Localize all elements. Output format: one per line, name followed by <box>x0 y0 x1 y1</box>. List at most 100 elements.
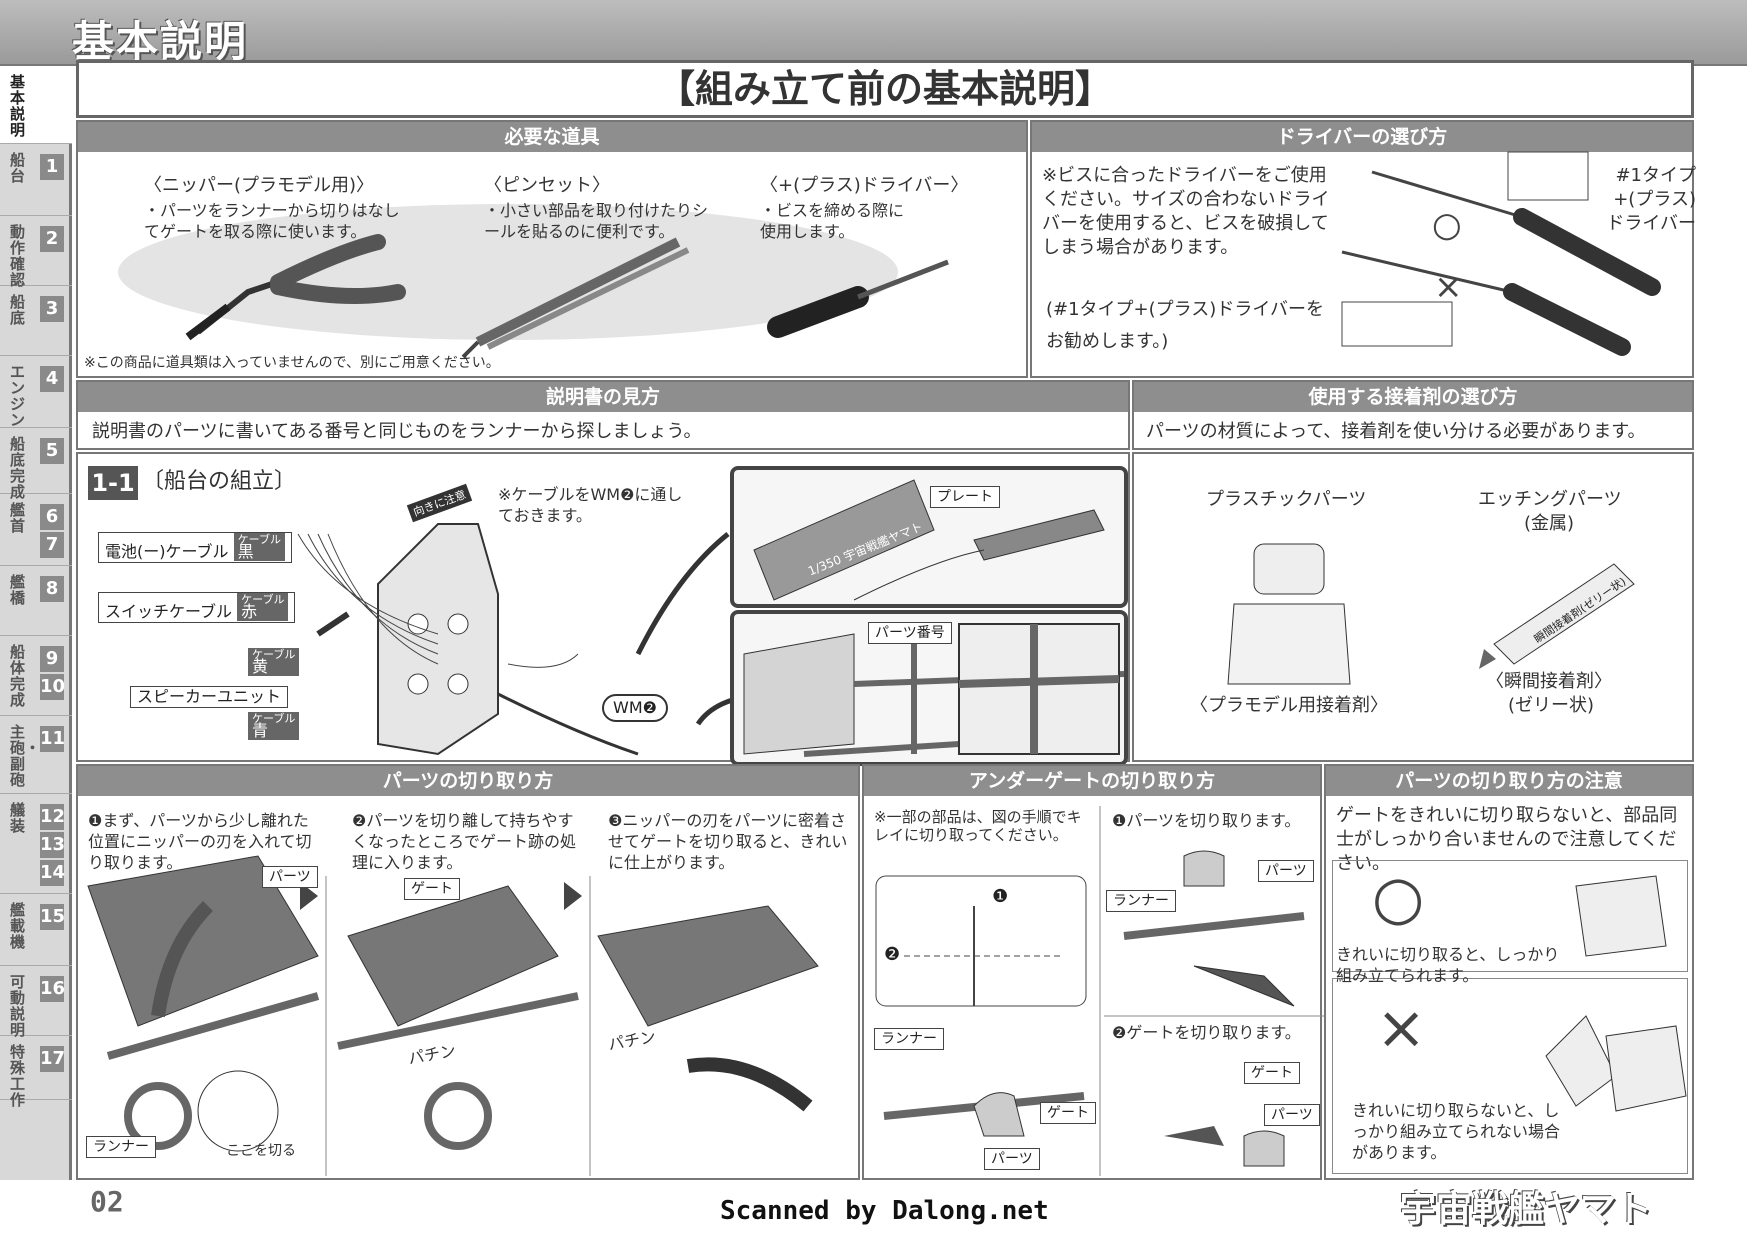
sidebar-item-number: 12 <box>40 804 65 830</box>
page-title: 基本説明 <box>72 17 249 66</box>
sidebar-item-number: 3 <box>40 296 64 322</box>
sidebar-item-number: 15 <box>40 904 65 930</box>
undergate-gate-label-2: ゲート <box>1244 1062 1300 1084</box>
sidebar-item-number: 4 <box>40 366 64 392</box>
cable-color-badge: ケーブル黒 <box>233 533 285 561</box>
etching-parts-sub: (金属) <box>1524 513 1575 534</box>
super-glue-name: 〈瞬間接着剤〉 <box>1486 671 1612 692</box>
nipper-icon <box>185 234 406 341</box>
sidebar-item[interactable]: 船台 1 <box>0 144 72 216</box>
parts-number-label: パーツ番号 <box>868 622 952 644</box>
sidebar-item-number: 11 <box>40 726 65 752</box>
sidebar-item-label: 船台 <box>10 151 26 185</box>
caution-ng-box <box>1332 978 1688 1174</box>
cutting-header: パーツの切り取り方 <box>78 766 858 796</box>
sidebar-item[interactable]: 基本説明 <box>0 66 72 144</box>
driver-desc: ・ビスを締める際に使用します。 <box>760 201 905 241</box>
cable-label-switch: スイッチケーブル ケーブル赤 <box>98 592 296 623</box>
undergate-section: アンダーゲートの切り取り方 ※一部の部品は、図の手順でキレイに切り取ってください… <box>862 764 1324 1180</box>
sidebar-item-label: 船底完成 <box>10 435 26 501</box>
sidebar-item-number: 7 <box>40 532 64 558</box>
sidebar-item-number: 8 <box>40 576 64 602</box>
cut-gate-label: ゲート <box>404 878 460 900</box>
cutting-step-2: ❷パーツを切り離して持ちやすくなったところでゲート跡の処理に入ります。 <box>352 811 577 872</box>
tools-note: ※この商品に道具類は入っていませんので、別にご用意ください。 <box>84 355 500 371</box>
undergate-header: アンダーゲートの切り取り方 <box>864 766 1320 796</box>
driver-type-label: #1タイプ +(プラス) ドライバー <box>1606 165 1696 234</box>
undergate-note: ※一部の部品は、図の手順でキレイに切り取ってください。 <box>874 808 1082 844</box>
sidebar-item-label: 艦首 <box>10 501 26 535</box>
sidebar-item-number: 16 <box>40 976 65 1002</box>
sidebar-item-label: 艤装 <box>10 801 26 835</box>
driver-header: ドライバーの選び方 <box>1032 122 1692 152</box>
caution-ng-text: きれいに切り取らないと、しっかり組み立てられない場合があります。 <box>1352 1101 1561 1162</box>
driver-section: ドライバーの選び方 ※ビスに合ったドライバーをご使用ください。サイズの合わないド… <box>1030 120 1696 378</box>
undergate-num-1: ❶ <box>992 886 1009 907</box>
sidebar-item-label: 基本説明 <box>10 73 26 139</box>
adhesive-section: 使用する接着剤の選び方 パーツの材質によって、接着剤を使い分ける必要があります。 <box>1132 380 1694 450</box>
manual-section: 説明書の見方 説明書のパーツに書いてある番号と同じものをランナーから探しましょう… <box>76 380 1130 450</box>
cut-part-label: パーツ <box>262 866 318 888</box>
cutting-section: パーツの切り取り方 ❶まず、パーツから少し離れた位置にニッパーの刃を入れて切り取… <box>76 764 860 1180</box>
undergate-illustrations <box>875 806 1324 1176</box>
cable-color-badge: ケーブル赤 <box>237 593 289 621</box>
sidebar-item-number: 1 <box>40 154 64 180</box>
sidebar-item-number: 13 <box>40 832 65 858</box>
step-title: 〔船台の組立〕 <box>142 469 297 494</box>
wm-label: WM❷ <box>602 694 668 722</box>
undergate-runner-label-2: ランナー <box>1106 890 1176 912</box>
cutting-step-1: ❶まず、パーツから少し離れた位置にニッパーの刃を入れて切り取ります。 <box>88 811 312 872</box>
driver-title: 〈+(プラス)ドライバー〉 <box>760 175 969 196</box>
undergate-gate-label: ゲート <box>1040 1102 1096 1124</box>
etching-parts-title: エッチングパーツ <box>1478 489 1622 510</box>
tools-header: 必要な道具 <box>78 122 1026 152</box>
manual-text: 説明書のパーツに書いてある番号と同じものをランナーから探しましょう。 <box>92 421 702 442</box>
sidebar-item-number: 9 <box>40 646 64 672</box>
undergate-step-2: ❷ゲートを切り取ります。 <box>1112 1023 1301 1042</box>
stand-base-illustration <box>297 523 779 756</box>
sidebar-item-number: 14 <box>40 860 65 886</box>
undergate-part-label-2: パーツ <box>1258 860 1314 882</box>
driver-text: ※ビスに合ったドライバーをご使用ください。サイズの合わないドライバーを使用すると… <box>1042 165 1330 258</box>
driver-ok-mark: ○ <box>1432 205 1462 245</box>
adhesive-header: 使用する接着剤の選び方 <box>1134 382 1692 412</box>
manual-example-panel: 1-1 〔船台の組立〕 ※ケーブルをWM❷に通しておきます。 向きに注意 電池(… <box>76 452 1130 766</box>
scanner-credit: Scanned by Dalong.net <box>720 1196 1049 1226</box>
plate-label: プレート <box>930 486 1000 508</box>
adhesive-text: パーツの材質によって、接着剤を使い分ける必要があります。 <box>1146 421 1646 442</box>
sidebar-item-label: 動作確認 <box>10 223 26 289</box>
undergate-step-1: ❶パーツを切り取ります。 <box>1112 811 1301 830</box>
cable-label-yellow: ケーブル黄 <box>248 648 300 676</box>
driver-ng-mark: × <box>1434 267 1463 307</box>
runner-illustration <box>743 623 1125 757</box>
caution-ng-mark: × <box>1376 993 1427 1063</box>
cutting-illustrations <box>87 855 819 1176</box>
sidebar-item-label: 主砲・副砲 <box>10 723 41 789</box>
tweezers-desc: ・小さい部品を取り付けたりシールを貼るのに便利です。 <box>484 201 709 241</box>
runner-inset: パーツ番号 <box>730 610 1128 766</box>
sidebar-item[interactable]: 艦載機 15 <box>0 894 72 966</box>
cable-note: ※ケーブルをWM❷に通しておきます。 <box>498 485 683 525</box>
sidebar-item-label: 艦載機 <box>10 901 26 951</box>
driver-recommend: (#1タイプ+(プラス)ドライバーをお勧めします。) <box>1046 299 1324 352</box>
plate-inset: 1/350 宇宙戦艦ヤマト プレート <box>730 466 1128 608</box>
cable-label-battery: 電池(ー)ケーブル ケーブル黒 <box>98 532 292 563</box>
plate-illustration <box>753 479 1105 601</box>
page-header-bar <box>0 0 1747 66</box>
cutting-step-3: ❸ニッパーの刃をパーツに密着させてゲートを切り取ると、きれいに仕上がります。 <box>608 811 848 872</box>
step-number: 1-1 <box>88 466 138 500</box>
sidebar-item[interactable]: 船底 3 <box>0 286 72 356</box>
sidebar-item-label: 船底 <box>10 293 26 327</box>
tweezers-icon <box>461 237 690 359</box>
